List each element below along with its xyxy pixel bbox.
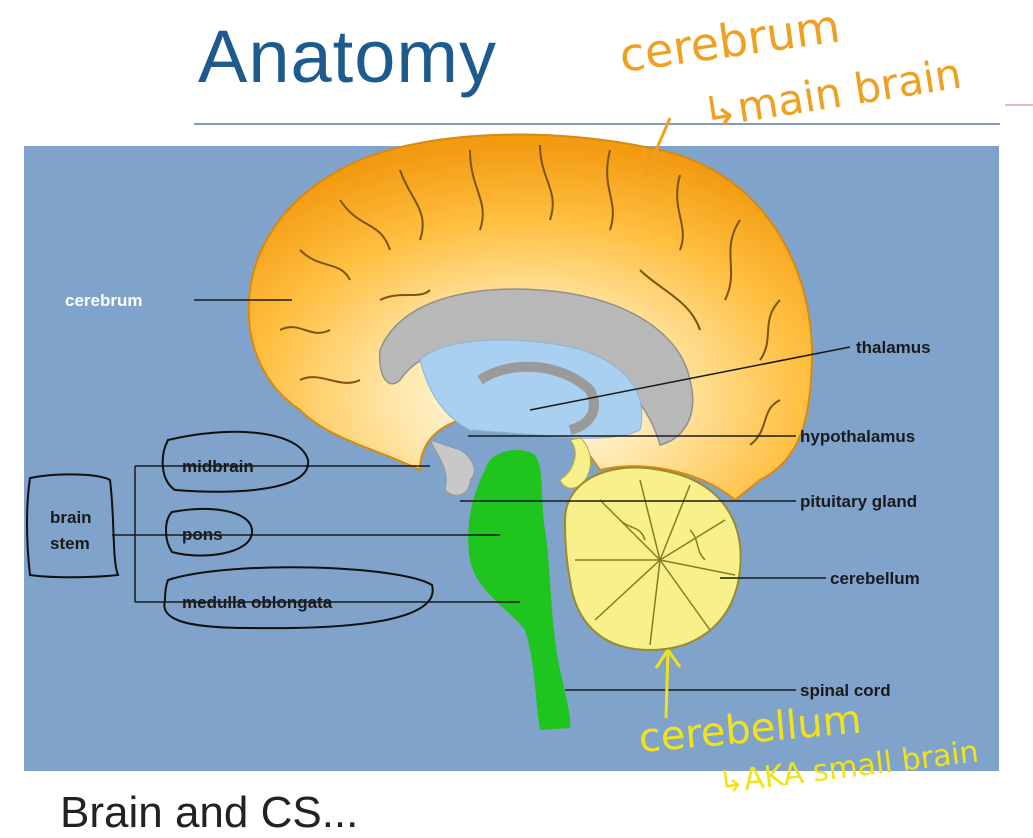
label-medulla-oblongata: medulla oblongata [182, 593, 333, 612]
bottom-text: Brain and CS... [60, 788, 359, 837]
edge-line [1005, 104, 1033, 106]
hand-drawn-circles [26, 430, 434, 630]
label-midbrain: midbrain [182, 457, 254, 476]
note-arrow-up [654, 649, 682, 719]
label-pituitary-gland: pituitary gland [800, 492, 917, 511]
label-brain-stem-line1: brain [50, 508, 92, 527]
thalamus-shape [419, 339, 643, 439]
label-hypothalamus: hypothalamus [800, 427, 915, 446]
label-lines [112, 299, 851, 691]
title-underline [194, 123, 1000, 125]
page-title: Anatomy [198, 15, 498, 98]
cerebellum-shape [563, 466, 742, 652]
label-thalamus: thalamus [856, 338, 931, 357]
label-brain-stem-line2: stem [50, 534, 90, 553]
brainstem-shape [468, 450, 571, 730]
note-arrow-down [643, 117, 672, 178]
label-cerebellum: cerebellum [830, 569, 920, 588]
brain-diagram: cerebrum thalamus hypothalamus pituitary… [26, 0, 980, 801]
label-cerebrum: cerebrum [65, 291, 142, 310]
cerebellum-folia [575, 479, 736, 646]
label-pons: pons [182, 525, 223, 544]
note-cerebrum: cerebrum [616, 0, 843, 83]
pituitary-shape [429, 439, 475, 496]
gyri-lines [279, 144, 781, 446]
label-spinal-cord: spinal cord [800, 681, 891, 700]
